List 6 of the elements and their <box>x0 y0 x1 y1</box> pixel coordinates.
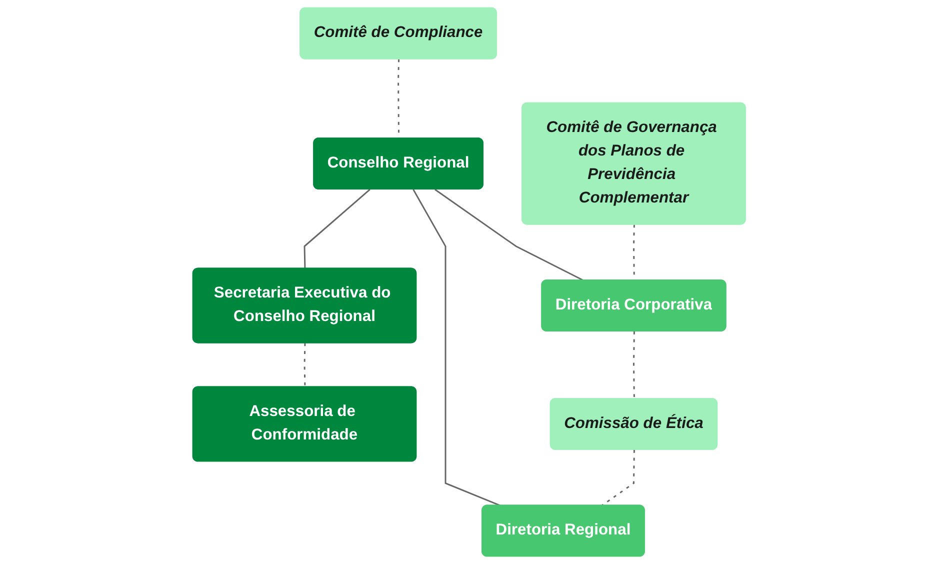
connector <box>434 188 584 282</box>
connector <box>304 343 306 388</box>
connector <box>601 450 636 506</box>
connector <box>633 331 636 400</box>
connector <box>304 188 371 269</box>
connector <box>413 189 502 506</box>
